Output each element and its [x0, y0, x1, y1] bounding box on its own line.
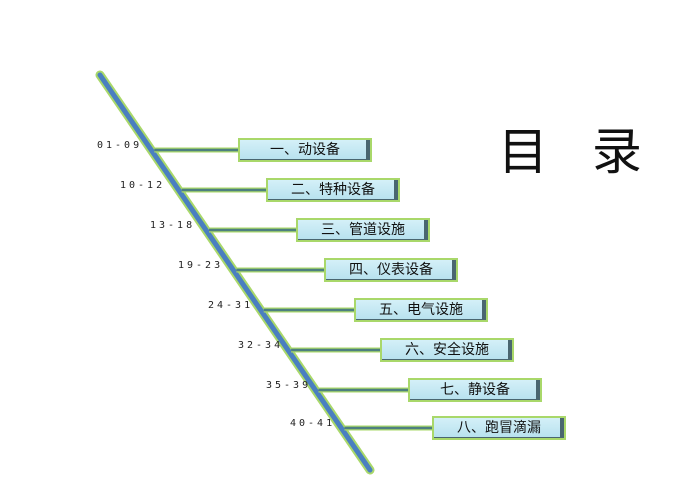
page-range: 35-39	[266, 380, 312, 391]
page-range: 13-18	[150, 220, 196, 231]
section-box[interactable]: 七、静设备	[408, 378, 542, 402]
spine	[97, 72, 373, 473]
section-box[interactable]: 四、仪表设备	[324, 258, 458, 282]
page-range: 32-34	[238, 340, 284, 351]
section-box[interactable]: 三、管道设施	[296, 218, 430, 242]
section-box[interactable]: 一、动设备	[238, 138, 372, 162]
page-range: 10-12	[120, 180, 166, 191]
page-title: 目 录	[498, 123, 656, 181]
section-box[interactable]: 六、安全设施	[380, 338, 514, 362]
section-box[interactable]: 二、特种设备	[266, 178, 400, 202]
section-box[interactable]: 五、电气设施	[354, 298, 488, 322]
page-range: 01-09	[97, 140, 143, 151]
page-range: 19-23	[178, 260, 224, 271]
page-range: 24-31	[208, 300, 254, 311]
page-range: 40-41	[290, 418, 336, 429]
section-box[interactable]: 八、跑冒滴漏	[432, 416, 566, 440]
